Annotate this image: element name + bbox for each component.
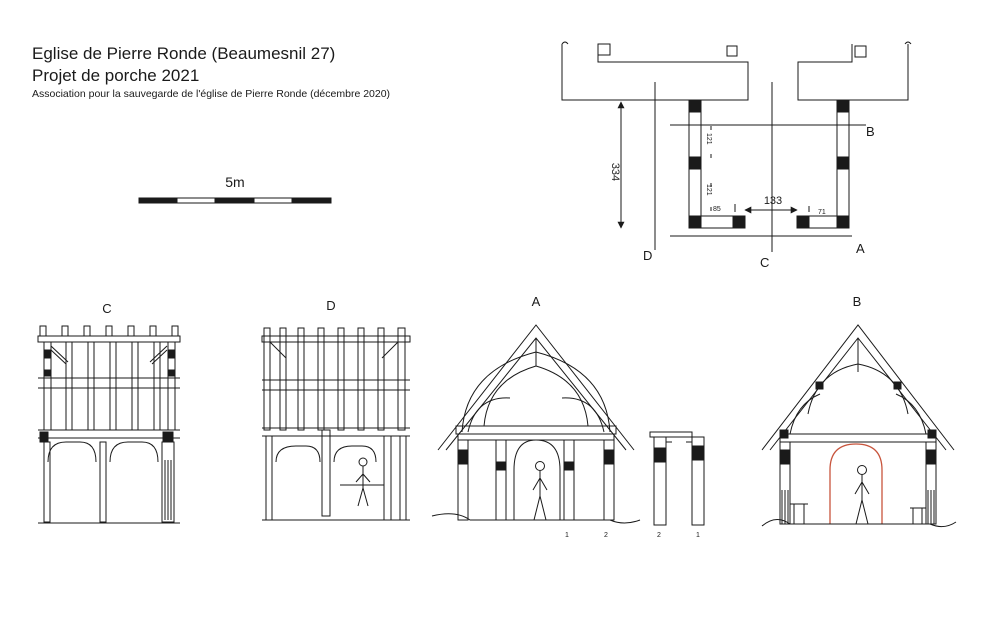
elevation-a-label: A <box>532 294 541 309</box>
drawing-title: Eglise de Pierre Ronde (Beaumesnil 27) <box>32 44 336 63</box>
elevation-b: B <box>761 294 957 528</box>
elevation-d-label: D <box>326 298 335 313</box>
dim-right-jamb: 71 <box>818 209 826 216</box>
dim-bay-1: 121 <box>705 133 712 145</box>
drawing-credit: Association pour la sauvegarde de l'égli… <box>32 88 391 100</box>
elevation-b-label: B <box>853 294 862 309</box>
elevation-c: C <box>37 301 181 524</box>
plan-label-a: A <box>856 241 865 256</box>
dim-opening: 133 <box>764 195 782 207</box>
plan-label-c: C <box>760 255 769 270</box>
elevation-a-post-2: 2 <box>604 532 608 539</box>
plan-label-d: D <box>643 248 652 263</box>
plan-label-b: B <box>866 124 875 139</box>
scale-bar: 5m <box>138 174 332 204</box>
elevation-a-post-1: 1 <box>565 532 569 539</box>
plan-view: 334 121 121 133 85 71 B A C D <box>561 41 912 270</box>
dim-left-jamb: 85 <box>713 206 721 213</box>
elevation-c-label: C <box>102 301 111 316</box>
dim-bay-2: 121 <box>705 184 712 196</box>
post-detail: 2 1 <box>649 431 705 539</box>
scale-bar-label: 5m <box>225 174 244 190</box>
drawing-subtitle: Projet de porche 2021 <box>32 66 200 85</box>
detail-post-1: 1 <box>696 532 700 539</box>
dim-depth: 334 <box>609 163 621 181</box>
elevation-d: D <box>261 298 411 521</box>
elevation-a: A 1 2 <box>431 294 641 539</box>
detail-post-2: 2 <box>657 532 661 539</box>
